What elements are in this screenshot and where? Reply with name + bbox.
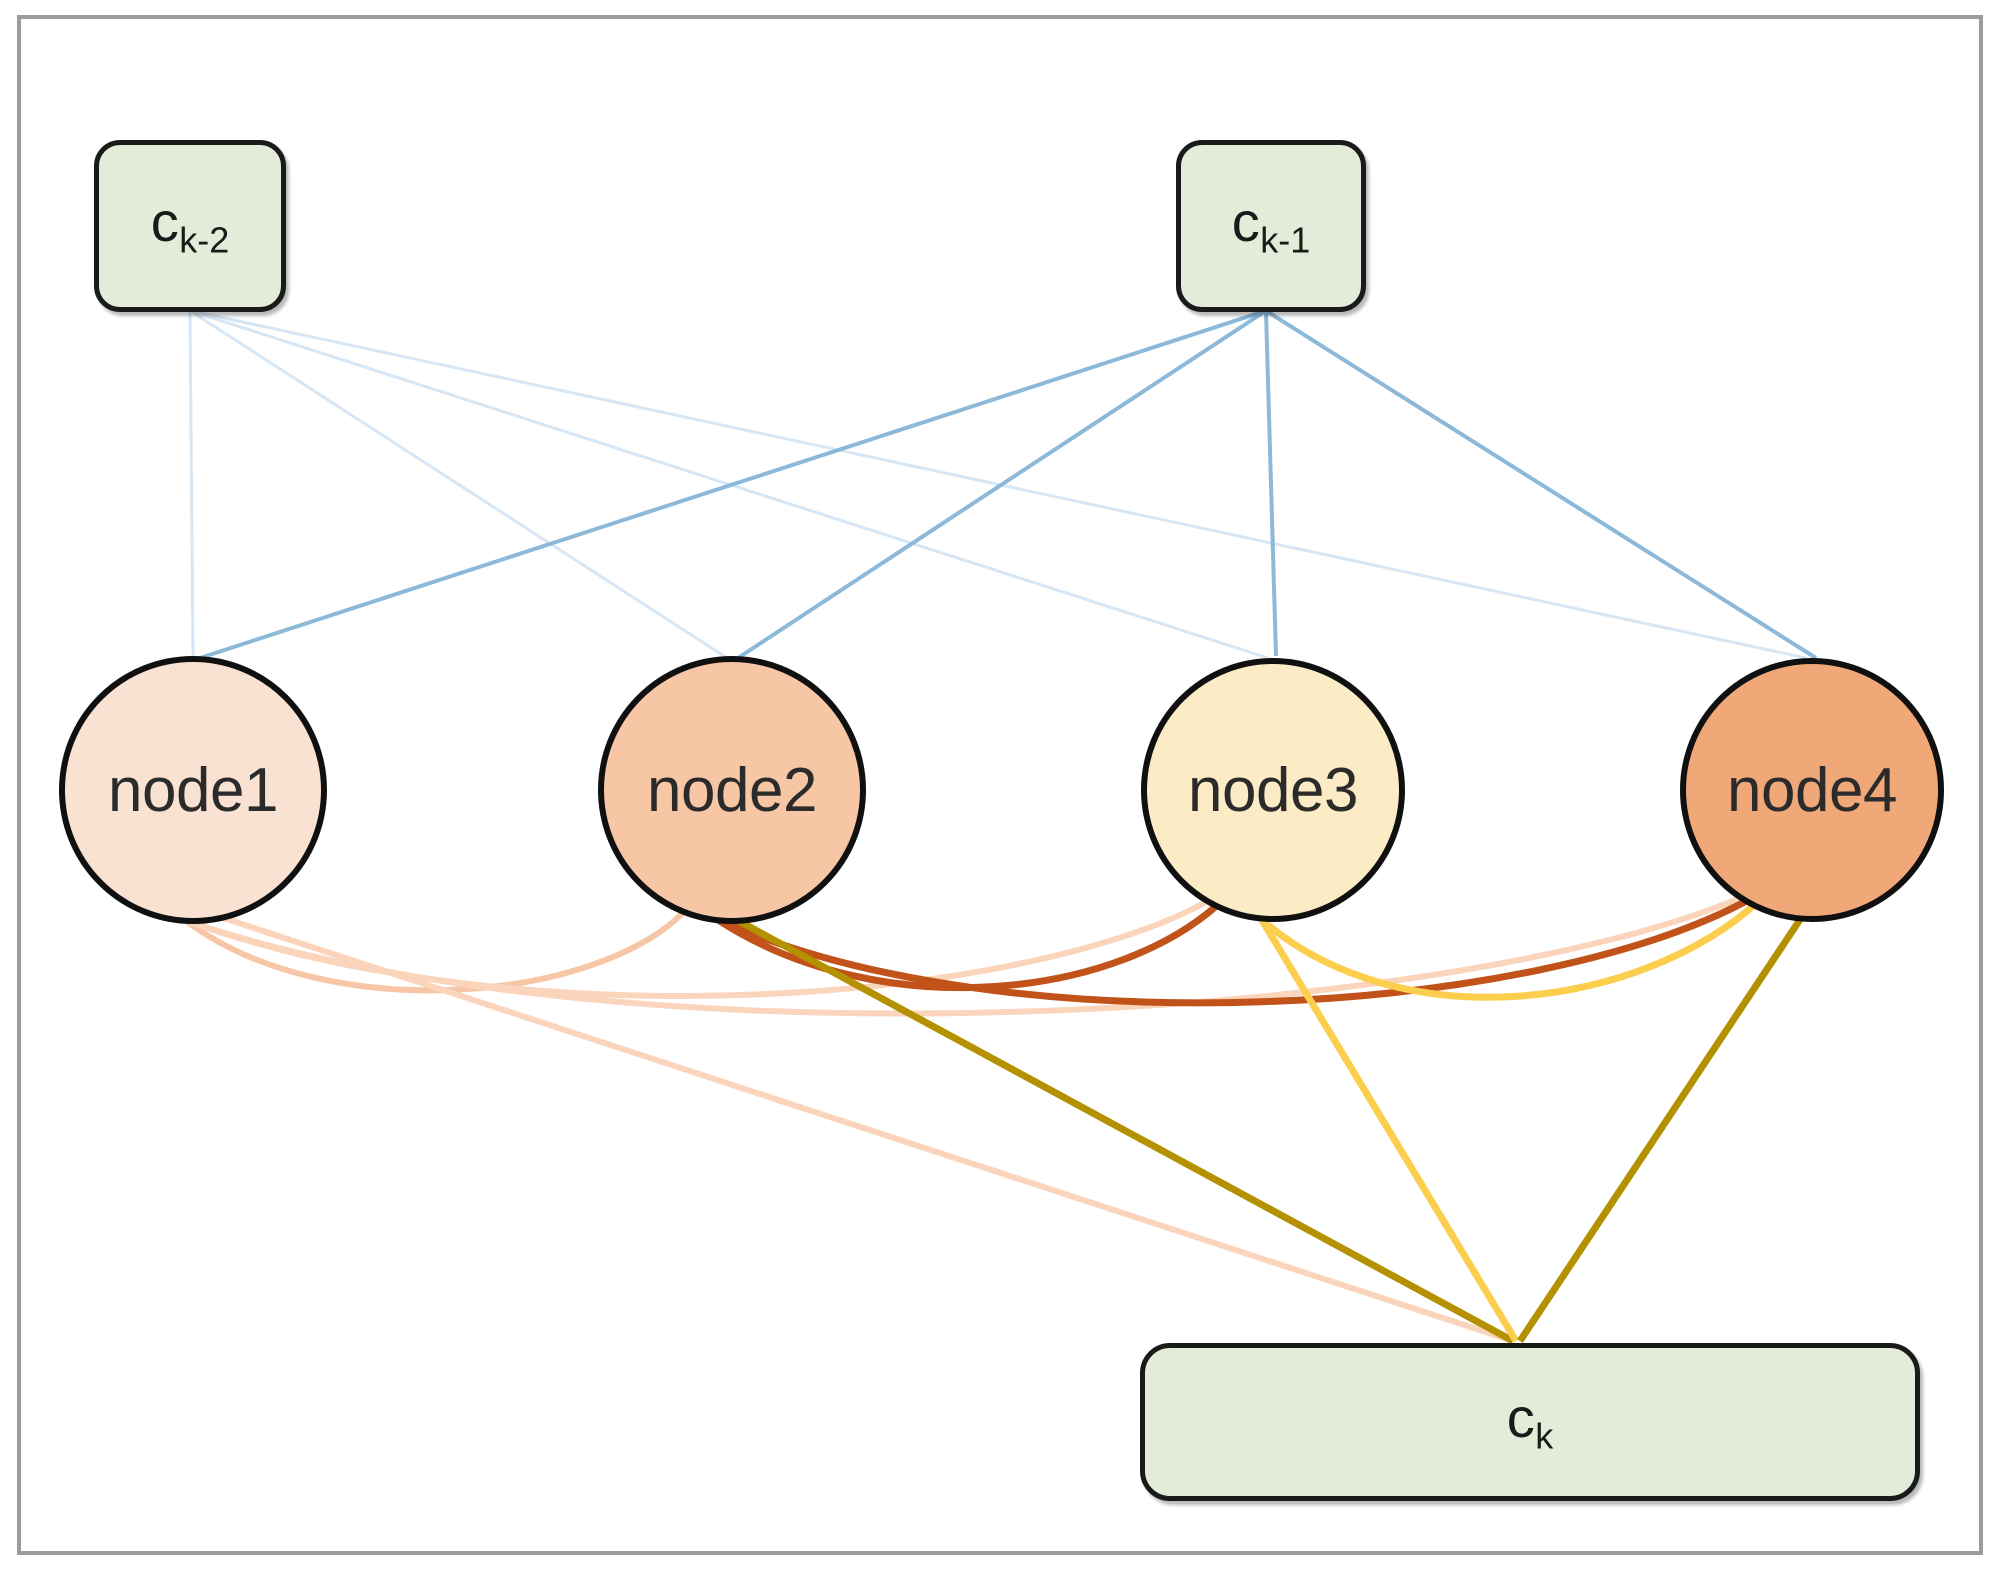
context-node-ck-label: ck	[1506, 1385, 1554, 1457]
graph-node-node3[interactable]: node3	[1141, 658, 1405, 922]
edge-node2-node3	[716, 895, 1228, 992]
edge-node2-ck	[735, 916, 1515, 1345]
context-node-ck1-label: ck-1	[1231, 189, 1311, 261]
graph-node-node1[interactable]: node1	[59, 656, 327, 924]
context-node-ck-subscript: k	[1535, 1415, 1554, 1457]
edge-node1-node2	[183, 903, 693, 994]
edge-node1-node4	[195, 895, 1742, 1017]
edge-ck2-node2	[191, 310, 728, 660]
edge-ck1-node2	[736, 310, 1266, 660]
context-node-ck[interactable]: ck	[1140, 1343, 1920, 1501]
context-node-ck1-subscript: k-1	[1260, 219, 1311, 261]
context-node-ck2-subscript: k-2	[179, 219, 230, 261]
context-node-ck2[interactable]: ck-2	[94, 140, 286, 312]
edge-node3-node4	[1259, 897, 1763, 1001]
edge-node1-ck	[204, 909, 1511, 1343]
edge-group-node-node	[183, 894, 1763, 1017]
graph-node-node4[interactable]: node4	[1680, 658, 1944, 922]
edge-group-to-ck	[204, 909, 1808, 1345]
edge-ck1-node1	[199, 310, 1263, 660]
context-node-ck1[interactable]: ck-1	[1176, 140, 1366, 312]
graph-node-node2[interactable]: node2	[598, 656, 866, 924]
graph-node-node1-label: node1	[108, 755, 278, 825]
graph-node-node2-label: node2	[647, 755, 817, 825]
graph-node-node3-label: node3	[1188, 755, 1358, 825]
edge-node4-ck	[1517, 910, 1808, 1343]
edge-group-ck1	[199, 310, 1818, 660]
diagram-frame	[17, 15, 1983, 1555]
edge-node3-ck	[1254, 910, 1519, 1343]
graph-node-node4-label: node4	[1727, 755, 1897, 825]
edge-ck2-node1	[188, 311, 195, 657]
edge-ck1-node4	[1266, 310, 1818, 660]
edge-node2-node4	[722, 894, 1754, 1007]
context-node-ck2-label: ck-2	[150, 189, 230, 261]
edge-ck1-node3	[1264, 311, 1278, 657]
